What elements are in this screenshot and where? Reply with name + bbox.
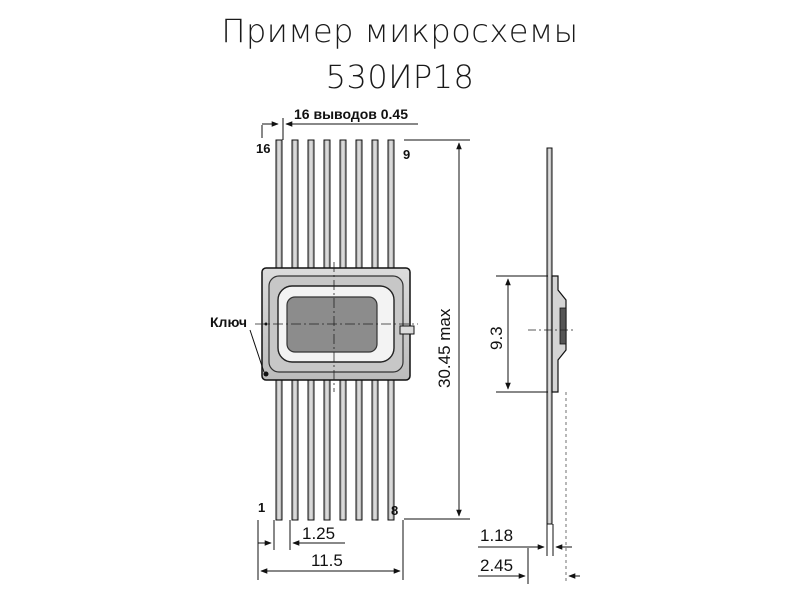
pin-16-label: 16 (256, 141, 270, 156)
top-lead (339, 139, 347, 273)
bottom-lead (355, 375, 363, 521)
bottom-leads (275, 375, 395, 521)
pin-9-label: 9 (403, 147, 410, 162)
bottom-lead (307, 375, 315, 521)
top-lead (275, 139, 283, 273)
key-mark (263, 371, 269, 377)
pins-spec-label: 16 выводов 0.45 (294, 106, 408, 122)
pin-1-label: 1 (258, 500, 265, 515)
lead-thickness-label: 1.18 (480, 526, 513, 545)
front-view (249, 139, 418, 521)
bottom-lead (387, 375, 395, 521)
bottom-lead (339, 375, 347, 521)
side-lid (559, 307, 567, 345)
side-thickness-label: 2.45 (480, 556, 513, 575)
top-leads (275, 139, 395, 273)
side-body (551, 275, 567, 393)
package-tab (399, 325, 415, 335)
width-label: 11.5 (311, 551, 343, 570)
top-lead (355, 139, 363, 273)
top-lead (307, 139, 315, 273)
title-line-2: 530ИР18 (325, 58, 475, 96)
top-lead (291, 139, 299, 273)
body-height-label: 9.3 (487, 326, 506, 350)
pin-8-label: 8 (391, 503, 398, 518)
bottom-lead (323, 375, 331, 521)
side-view (528, 147, 575, 525)
side-lead (546, 147, 553, 525)
top-lead (371, 139, 379, 273)
pitch-label: 1.25 (302, 524, 335, 543)
bottom-lead (371, 375, 379, 521)
key-dot (264, 322, 268, 326)
height-label: 30.45 max (435, 308, 454, 388)
title-line-1: Пример микросхемы (221, 12, 579, 50)
bottom-lead (291, 375, 299, 521)
key-leader (249, 329, 265, 373)
key-label: Ключ (210, 314, 247, 330)
top-lead (323, 139, 331, 273)
bottom-lead (275, 375, 283, 521)
die (286, 296, 378, 353)
top-lead (387, 139, 395, 273)
